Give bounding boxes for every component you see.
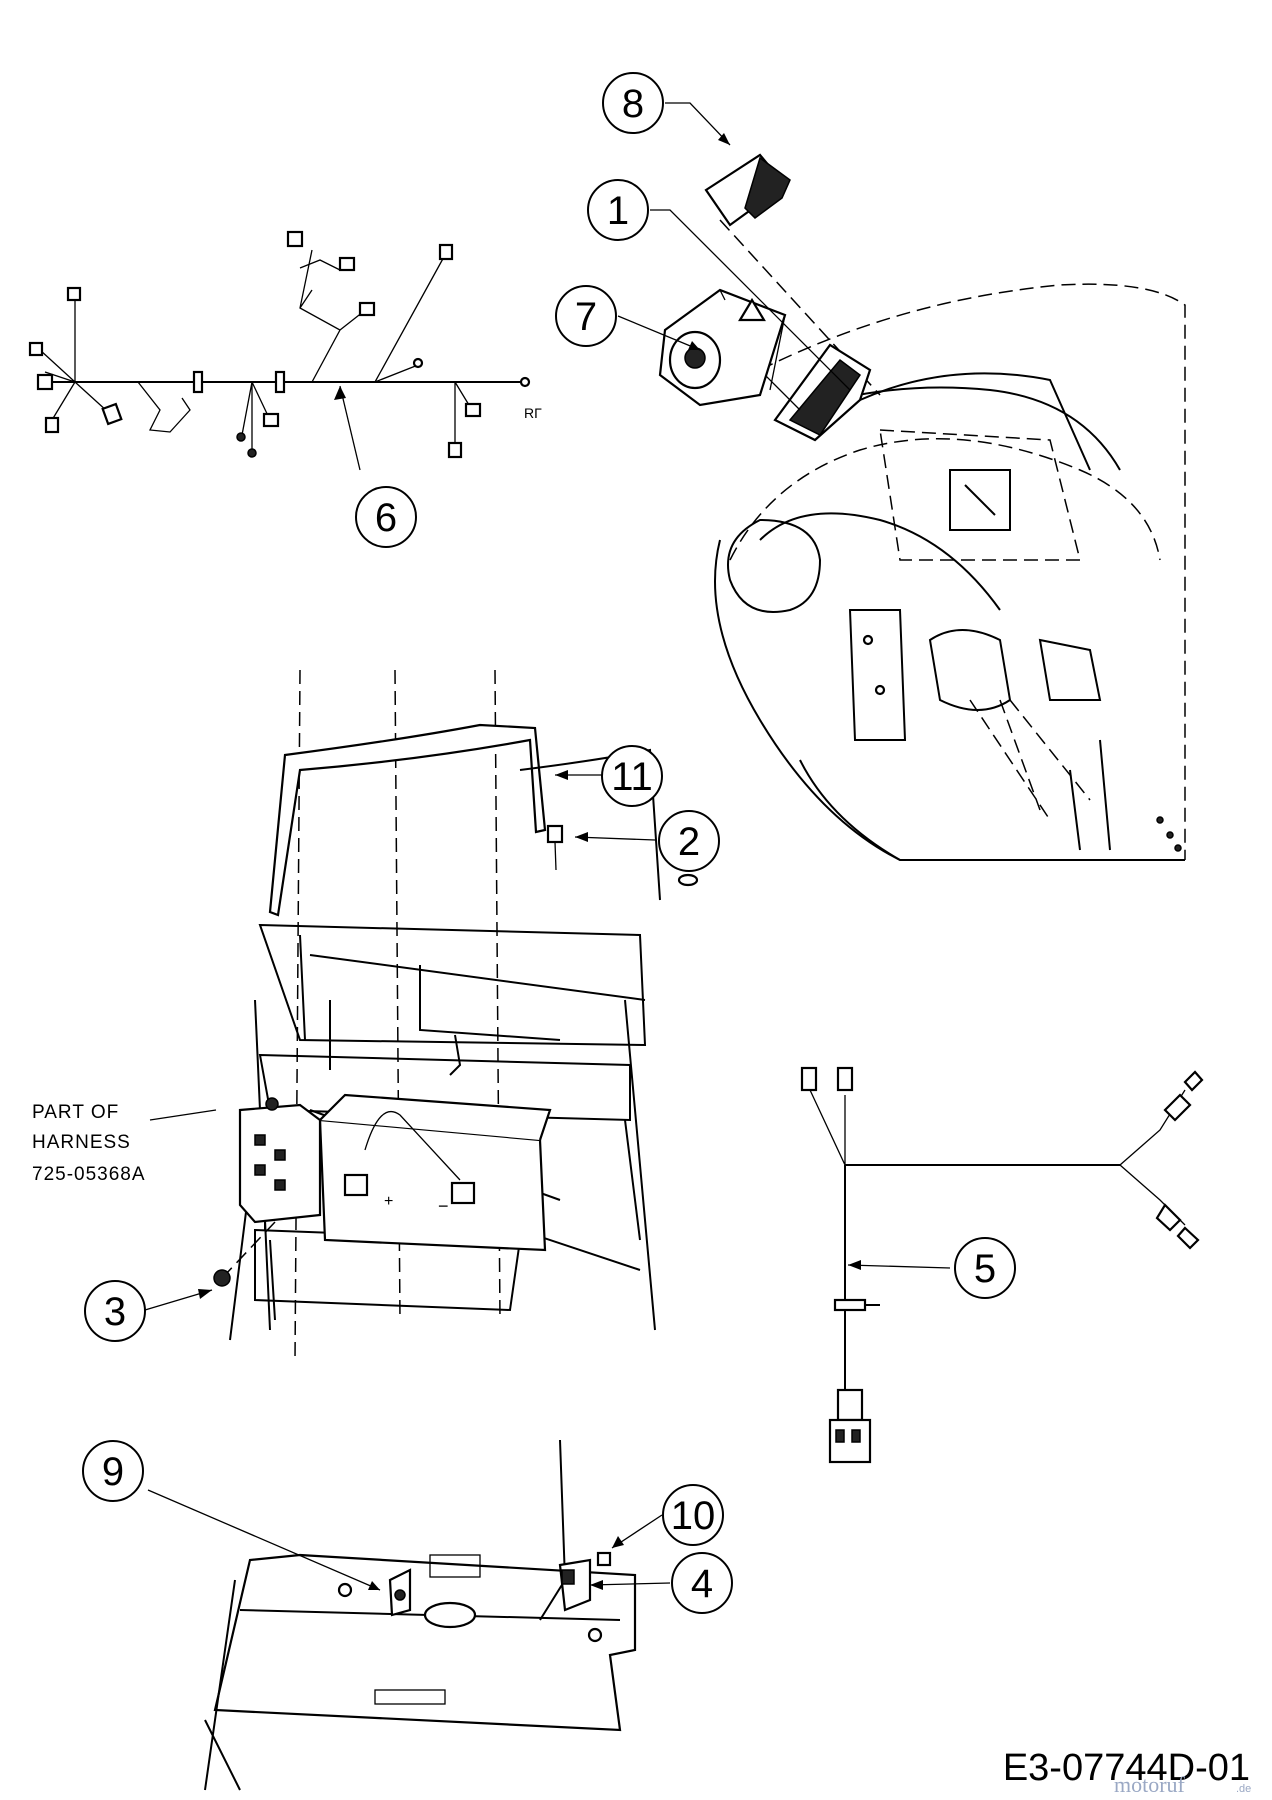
callout-11[interactable]: 11: [601, 745, 663, 807]
callout-1[interactable]: 1: [587, 179, 649, 241]
svg-text:1: 1: [607, 189, 629, 233]
harness-tag: RГ: [524, 405, 542, 421]
svg-text:3: 3: [104, 1290, 126, 1334]
svg-text:−: −: [438, 1196, 449, 1216]
callout-2[interactable]: 2: [658, 810, 720, 872]
watermark-name: motoruf: [1114, 1772, 1186, 1797]
ignition-housing-part-1: [759, 343, 872, 442]
watermark-logo: motoruf .de: [1114, 1772, 1251, 1797]
note-part-number: 725-05368A: [32, 1164, 146, 1185]
wiring-harness-main: [28, 230, 531, 471]
floor-plate: [204, 1439, 637, 1791]
leader-lines: [144, 102, 951, 1591]
svg-text:8: 8: [622, 82, 644, 126]
wiring-harness-5: [800, 1066, 1204, 1464]
svg-text:6: 6: [375, 496, 397, 540]
key-switch-part-7: [658, 288, 787, 407]
svg-text:2: 2: [678, 820, 700, 864]
note-part-of: PART OF: [32, 1102, 119, 1123]
switch-part-4: [558, 1558, 592, 1612]
svg-text:+: +: [384, 1193, 393, 1210]
svg-text:9: 9: [102, 1450, 124, 1494]
callout-3[interactable]: 3: [84, 1280, 146, 1342]
callout-9[interactable]: 9: [82, 1440, 144, 1502]
svg-text:4: 4: [691, 1562, 713, 1606]
callout-8[interactable]: 8: [602, 72, 664, 134]
drawing-code: E3-07744D-01: [1003, 1747, 1250, 1789]
callout-6[interactable]: 6: [355, 486, 417, 548]
callout-4[interactable]: 4: [671, 1552, 733, 1614]
svg-text:7: 7: [575, 295, 597, 339]
svg-text:10: 10: [671, 1494, 716, 1538]
note-harness: HARNESS: [32, 1132, 131, 1153]
callout-10[interactable]: 10: [662, 1484, 724, 1546]
bolt-part-2: [546, 824, 699, 887]
nut-part-3: [213, 1269, 231, 1287]
callout-7[interactable]: 7: [555, 285, 617, 347]
battery: + −: [318, 1093, 552, 1252]
callout-5[interactable]: 5: [954, 1237, 1016, 1299]
svg-text:11: 11: [611, 755, 653, 799]
chassis-frame: [229, 669, 656, 1361]
screw-part-10: [596, 1551, 612, 1567]
harness-relay-box: [224, 1097, 322, 1276]
dashboard-console: [714, 283, 1186, 861]
clip-part-9: [388, 1568, 412, 1617]
watermark-suffix: .de: [1236, 1783, 1251, 1795]
svg-text:5: 5: [974, 1247, 996, 1291]
